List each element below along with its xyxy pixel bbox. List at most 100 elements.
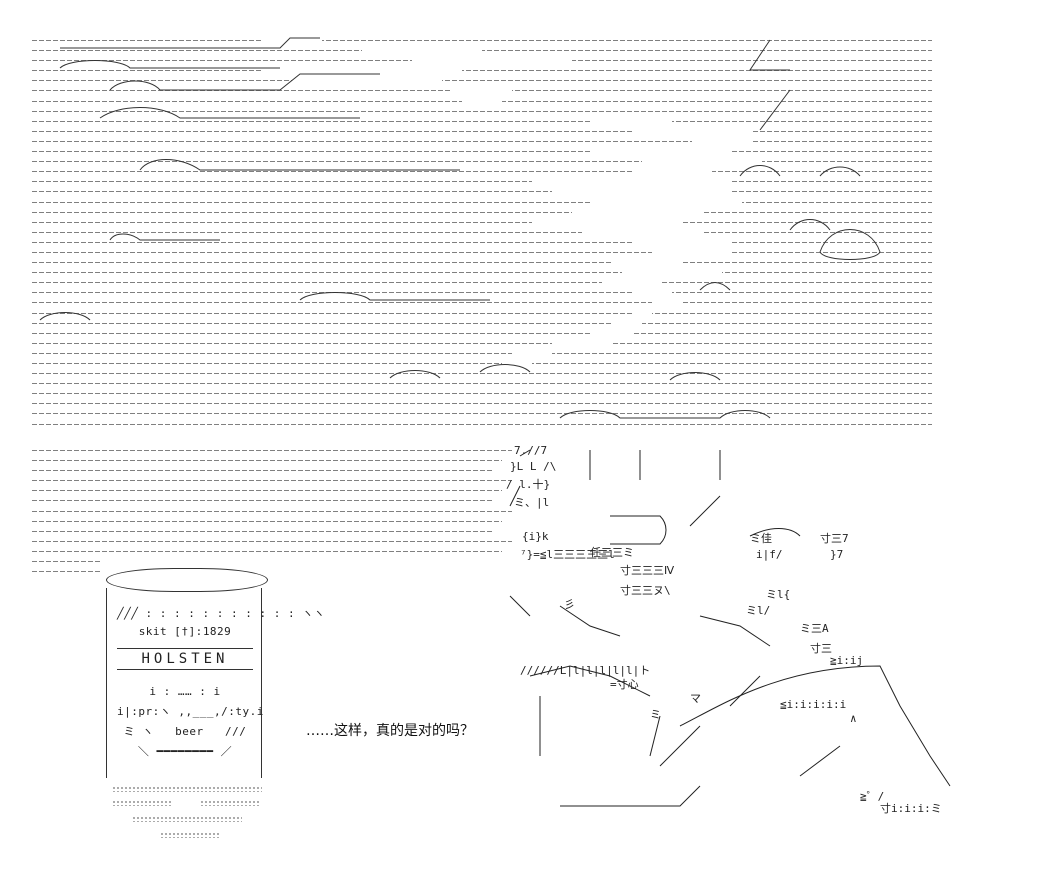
figure-glyph: ≧i:ij xyxy=(830,654,864,667)
sky-row xyxy=(32,247,932,257)
sky-row xyxy=(32,227,932,237)
figure-glyph: ≧゜/ xyxy=(860,790,885,803)
figure-glyph: 寸三7 xyxy=(820,532,849,545)
figure-glyph: ミ xyxy=(650,708,661,721)
figure-glyph: }L L /\ xyxy=(510,460,557,473)
ground-row xyxy=(32,466,492,476)
sky-row xyxy=(32,136,932,146)
can-suffix: ty xyxy=(235,705,250,718)
ground-row xyxy=(32,557,102,567)
sky-row xyxy=(32,126,932,136)
sky-row xyxy=(32,157,932,167)
figure-glyph: / l.十} xyxy=(506,478,551,491)
sky-row xyxy=(32,237,932,247)
sky-row xyxy=(32,167,932,177)
sky-row xyxy=(32,379,932,389)
sky-row xyxy=(32,147,932,157)
figure-glyph: 彡 xyxy=(564,598,575,611)
sky-row xyxy=(32,359,932,368)
ground-row xyxy=(32,536,512,546)
ground-row xyxy=(32,446,512,455)
can-label-top: skit xyxy=(138,625,168,638)
can-shadow xyxy=(160,832,220,838)
sky-row xyxy=(32,328,932,338)
figure-glyph: ミl{ xyxy=(766,588,791,601)
sky-row xyxy=(32,258,932,268)
sky-row xyxy=(32,338,932,348)
figure-glyph: マ xyxy=(690,692,701,705)
sky-row xyxy=(32,116,932,126)
sky-row xyxy=(32,318,932,328)
can-word-row: ミ ヽ beer /// xyxy=(123,725,247,738)
sky-cloud-background xyxy=(32,36,932,446)
figure-glyph: 寸i:i:i:ミ xyxy=(880,802,942,815)
figure-glyph: ミ、|l xyxy=(514,496,550,509)
figure-glyph: ミl/ xyxy=(746,604,771,617)
can-shadow xyxy=(112,786,262,792)
can-code-row: i|:pr:ヽ ,,___,/:ty.i xyxy=(117,705,264,718)
can-word: beer xyxy=(175,725,204,738)
sky-row xyxy=(32,46,932,56)
figure-glyph: 寸三三ヌ\ xyxy=(620,584,671,597)
sky-row xyxy=(32,288,932,298)
sky-row xyxy=(32,177,932,187)
can-dots: i : …… : i xyxy=(149,685,221,698)
figure-glyph: }7 xyxy=(830,548,844,561)
sky-row xyxy=(32,419,932,429)
sky-row xyxy=(32,217,932,227)
dialogue-text: ……这样，真的是对的吗？ xyxy=(306,723,474,739)
ground-row xyxy=(32,496,492,506)
sky-row xyxy=(32,399,932,409)
ground-row xyxy=(32,506,512,516)
sky-row xyxy=(32,389,932,399)
ground-row xyxy=(32,567,102,577)
sky-row xyxy=(32,66,932,76)
figure-glyph: //////L|l|l|l|l|l|ト xyxy=(520,664,651,677)
figure-outline xyxy=(509,449,951,807)
figure-glyph: 寸三三三Ⅳ xyxy=(620,564,675,577)
sky-row xyxy=(32,187,932,197)
sky-row xyxy=(32,207,932,217)
sky-row xyxy=(32,268,932,278)
figure-glyph: =寸心 xyxy=(610,678,639,691)
sky-row xyxy=(32,308,932,318)
sky-row xyxy=(32,348,932,358)
figure-glyph: ミ佳 xyxy=(750,532,772,545)
figure-glyph: ⁷}=≦l三三三三三l xyxy=(520,548,615,561)
beer-can-lid xyxy=(106,568,268,592)
figure-glyph: ∧ xyxy=(850,712,857,725)
sky-row xyxy=(32,36,932,45)
can-year: 1829 xyxy=(202,625,232,638)
ground-row xyxy=(32,486,502,496)
sky-row xyxy=(32,409,932,419)
sky-row xyxy=(32,106,932,116)
ground-row xyxy=(32,456,502,466)
can-label-row: skit [†]:1829 xyxy=(138,625,232,638)
sky-row xyxy=(32,278,932,288)
figure-glyph: 寸三 xyxy=(810,642,832,655)
sky-row xyxy=(32,76,932,86)
figure-glyph: 7.//7 xyxy=(514,444,548,457)
can-stripe: ╱╱╱ : : : : : : : : : : : ヽヽ xyxy=(117,607,326,620)
can-shadow xyxy=(112,800,172,806)
ground-row xyxy=(32,546,502,556)
figure-glyph: i|f/ xyxy=(756,548,783,561)
can-code: pr xyxy=(138,705,153,718)
figure-glyph: {i}k xyxy=(522,530,549,543)
figure-glyph: 任三三ミ xyxy=(590,546,634,559)
sky-row xyxy=(32,56,932,66)
seated-figure: 7.//7 }L L /\ / l.十} ミ、|l {i}k 任三三ミ ミ佳 寸三7 ⁷}=≦l… xyxy=(500,444,960,816)
sky-row xyxy=(32,369,932,379)
can-base-stripe: ＼ ━━━━━━━━ ／ xyxy=(137,745,233,758)
sky-row xyxy=(32,197,932,207)
sky-row xyxy=(32,298,932,308)
figure-glyph: ミ三A xyxy=(800,622,829,635)
ground-row xyxy=(32,526,492,536)
figure-glyph: ≦i:i:i:i:i xyxy=(780,698,847,711)
beer-can: ╱╱╱ : : : : : : : : : : : ヽヽ skit [†]:18… xyxy=(106,588,326,778)
sky-row xyxy=(32,96,932,106)
can-shadow xyxy=(200,800,260,806)
sky-row xyxy=(32,86,932,96)
